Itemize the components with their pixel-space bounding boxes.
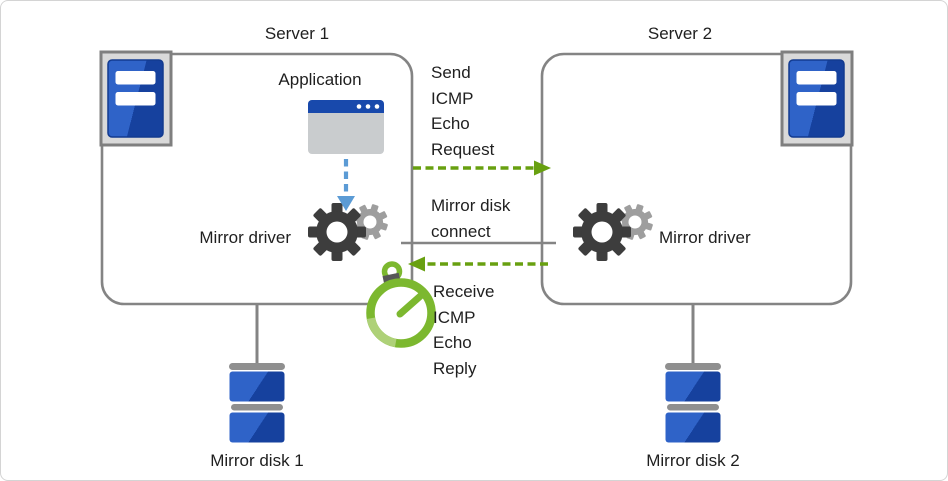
application-window-icon <box>308 100 384 154</box>
stopwatch-icon <box>366 261 436 348</box>
mirror-disk-connect-label: Mirror disk connect <box>431 196 511 241</box>
server1-gears-icon <box>308 199 393 261</box>
server2-gears-icon <box>573 199 658 261</box>
send-icmp-arrow-icon <box>413 160 551 176</box>
application-label: Application <box>278 70 362 89</box>
server1-mirror-driver-label: Mirror driver <box>199 228 291 247</box>
mirror-disk1-icon <box>229 363 285 443</box>
server2-box <box>540 52 853 306</box>
application-to-driver-arrow-icon <box>337 159 355 211</box>
server2-title: Server 2 <box>647 24 713 43</box>
receive-icmp-label: Receive ICMP Echo Reply <box>433 282 495 378</box>
mirror-disk2-label: Mirror disk 2 <box>646 451 740 470</box>
mirror-disk2-icon <box>665 363 721 443</box>
server2-tower-icon <box>780 50 854 147</box>
server1-title: Server 1 <box>264 24 330 43</box>
mirror-disk1-label: Mirror disk 1 <box>210 451 304 470</box>
server1-tower-icon <box>99 50 173 147</box>
receive-icmp-arrow-icon <box>408 256 548 272</box>
send-icmp-label: Send ICMP Echo Request <box>431 63 495 159</box>
server2-mirror-driver-label: Mirror driver <box>659 228 751 247</box>
